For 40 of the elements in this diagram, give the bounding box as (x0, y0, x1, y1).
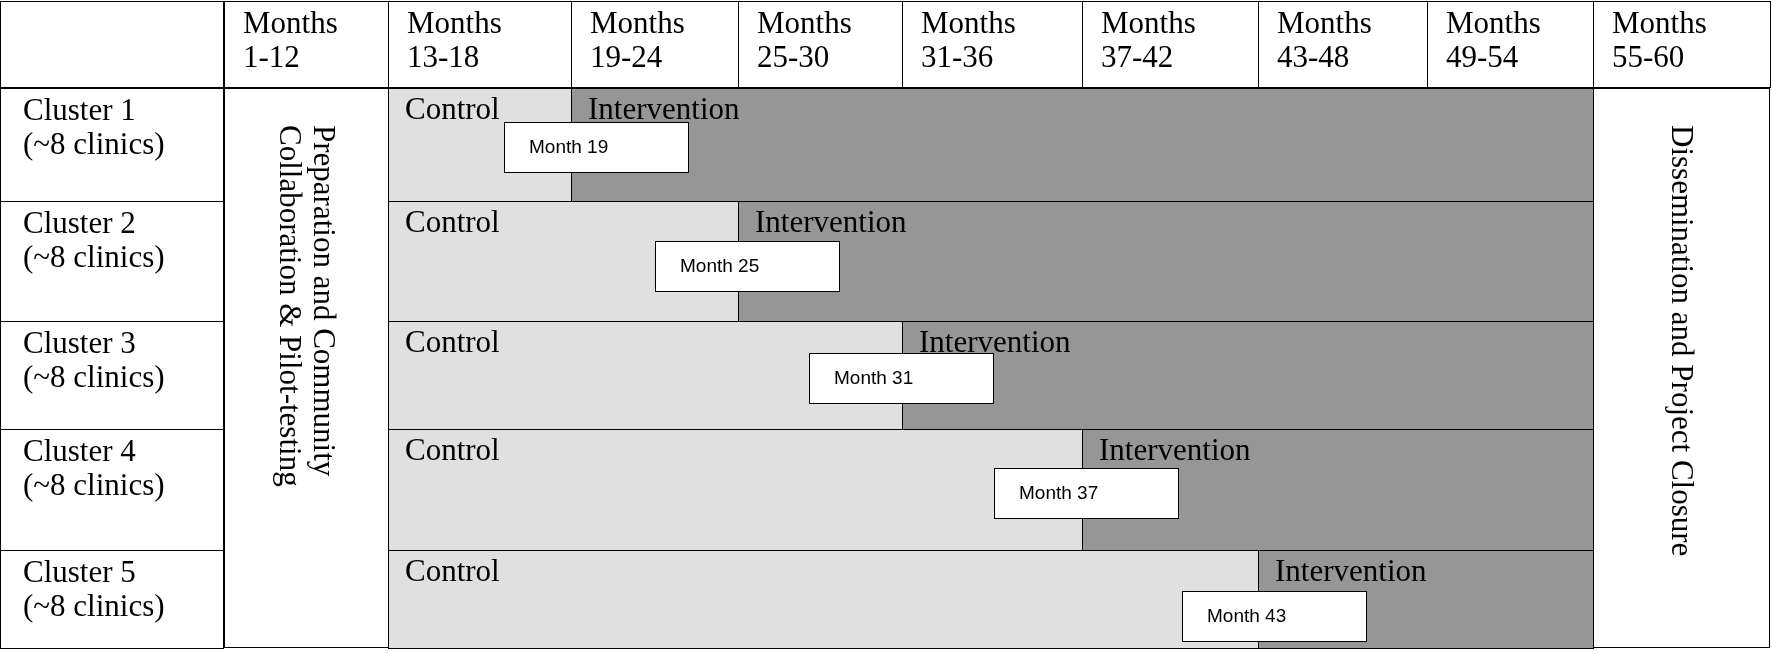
period-label: Intervention (1275, 554, 1427, 589)
intervention-period-bar (738, 201, 1594, 322)
period-label: Intervention (755, 205, 907, 240)
period-label: Intervention (588, 92, 740, 127)
phase-label: Dissemination and Project Closure (1664, 125, 1699, 559)
control-period-bar (388, 550, 1259, 649)
column-header: Months 37-42 (1101, 6, 1197, 75)
column-header: Months 31-36 (921, 6, 1017, 75)
month-label: Month 25 (680, 256, 760, 277)
period-label: Control (405, 92, 500, 127)
phase-label: Preparation and Community Collaboration & Pilot-testing (272, 125, 341, 489)
month-label: Month 43 (1207, 606, 1287, 627)
period-label: Control (405, 554, 500, 589)
row-header: Cluster 4 (~8 clinics) (23, 434, 166, 503)
period-label: Control (405, 325, 500, 360)
period-label: Intervention (1099, 433, 1251, 468)
period-label: Control (405, 433, 500, 468)
month-label: Month 19 (529, 137, 609, 158)
start-month-tooltip (809, 353, 994, 404)
column-header: Months 43-48 (1277, 6, 1373, 75)
row-header: Cluster 2 (~8 clinics) (23, 206, 166, 275)
period-label: Intervention (919, 325, 1071, 360)
phase-band (224, 88, 389, 648)
start-month-tooltip (994, 468, 1179, 519)
start-month-tooltip (1182, 591, 1367, 642)
start-month-tooltip (655, 241, 840, 292)
column-header: Months 19-24 (590, 6, 686, 75)
column-header: Months 13-18 (407, 6, 503, 75)
column-header: Months 55-60 (1612, 6, 1708, 75)
row-header: Cluster 1 (~8 clinics) (23, 93, 166, 162)
row-header: Cluster 3 (~8 clinics) (23, 326, 166, 395)
start-month-tooltip (504, 122, 689, 173)
column-header: Months 1-12 (243, 6, 339, 75)
month-label: Month 37 (1019, 483, 1099, 504)
column-header: Months 49-54 (1446, 6, 1542, 75)
column-header: Months 25-30 (757, 6, 853, 75)
row-header: Cluster 5 (~8 clinics) (23, 555, 166, 624)
period-label: Control (405, 205, 500, 240)
phase-band (1593, 88, 1770, 648)
month-label: Month 31 (834, 368, 914, 389)
